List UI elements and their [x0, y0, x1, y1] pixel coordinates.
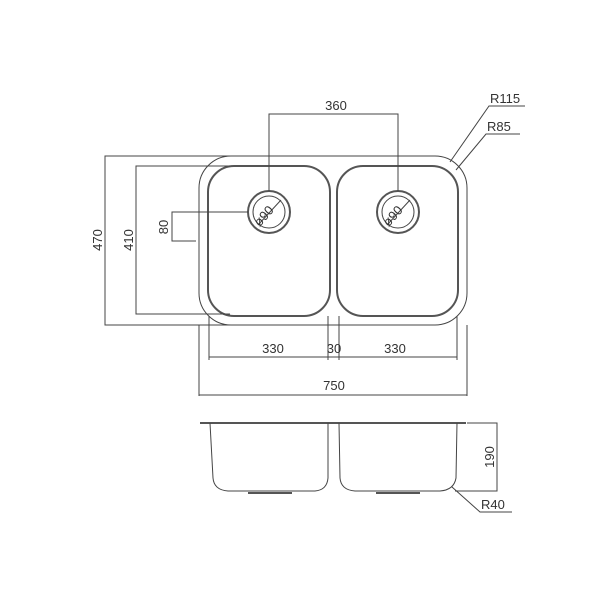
plan-view: ø90 ø90: [198, 155, 468, 326]
dimension-r40: R40: [451, 486, 512, 513]
right-drain: ø90: [376, 190, 420, 234]
dimension-label: R85: [487, 119, 511, 134]
dimension-r85: R85: [455, 119, 520, 171]
outer-rim: [198, 155, 468, 326]
dimension-470: 470: [90, 155, 230, 326]
dimension-label: R40: [481, 497, 505, 512]
dimension-80: 80: [156, 211, 248, 242]
dimension-410: 410: [121, 165, 230, 315]
left-bowl-width: 330: [262, 341, 284, 356]
dimension-label: 470: [90, 229, 105, 251]
dimension-label: R115: [490, 91, 520, 106]
dimension-360: 360: [268, 98, 399, 191]
dimension-r115: R115: [449, 91, 525, 163]
dimension-750: 750: [198, 325, 468, 396]
left-drain-label: ø90: [251, 203, 277, 230]
divider-width: 30: [327, 341, 341, 356]
dimension-190: 190: [455, 422, 498, 492]
side-view: [200, 422, 466, 494]
dimension-label: 360: [325, 98, 347, 113]
dimension-label: 80: [156, 220, 171, 234]
dimension-label: 750: [323, 378, 345, 393]
dimension-label: 190: [482, 446, 497, 468]
right-bowl-width: 330: [384, 341, 406, 356]
dimension-bowl-widths: 330 30 330: [208, 316, 458, 360]
left-drain: ø90: [247, 190, 291, 234]
dimension-label: 410: [121, 229, 136, 251]
right-drain-label: ø90: [380, 203, 406, 230]
